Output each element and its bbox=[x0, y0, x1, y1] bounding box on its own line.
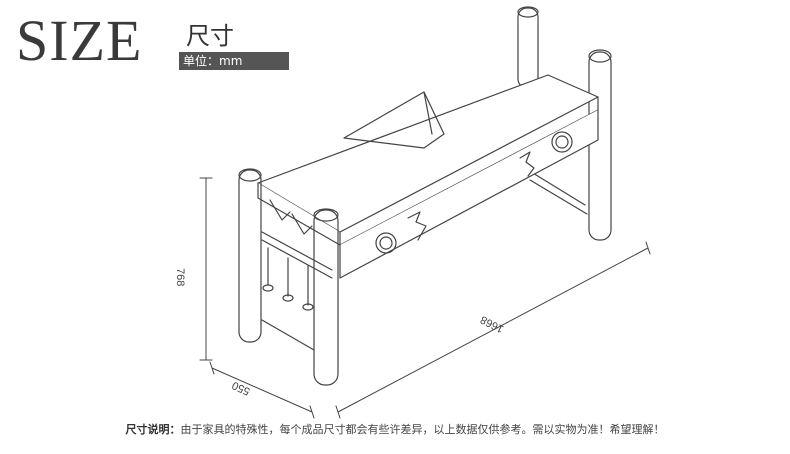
size-title-en: SIZE bbox=[16, 8, 143, 73]
size-header: SIZE 尺寸 单位：mm bbox=[16, 8, 289, 73]
front-left-leg bbox=[238, 168, 262, 343]
unit-label: 单位：mm bbox=[179, 52, 289, 70]
size-title-cn: 尺寸 bbox=[186, 22, 234, 50]
front-crossbar bbox=[261, 319, 315, 351]
back-middle-leg bbox=[517, 6, 539, 89]
back-crossbar bbox=[527, 169, 588, 215]
dimension-lines bbox=[199, 177, 651, 419]
front-right-leg bbox=[313, 208, 339, 386]
size-note-label: 尺寸说明： bbox=[125, 423, 181, 436]
side-rack bbox=[261, 199, 333, 311]
back-right-leg bbox=[588, 49, 612, 241]
drawer-panel bbox=[339, 109, 599, 279]
size-note-text: 由于家具的特殊性，每个成品尺寸都会有些许差异，以上数据仅供参考。需以实物为准！希… bbox=[180, 423, 665, 436]
height-dimension: 768 bbox=[174, 268, 186, 287]
size-note: 尺寸说明：由于家具的特殊性，每个成品尺寸都会有些许差异，以上数据仅供参考。需以实… bbox=[0, 421, 790, 437]
